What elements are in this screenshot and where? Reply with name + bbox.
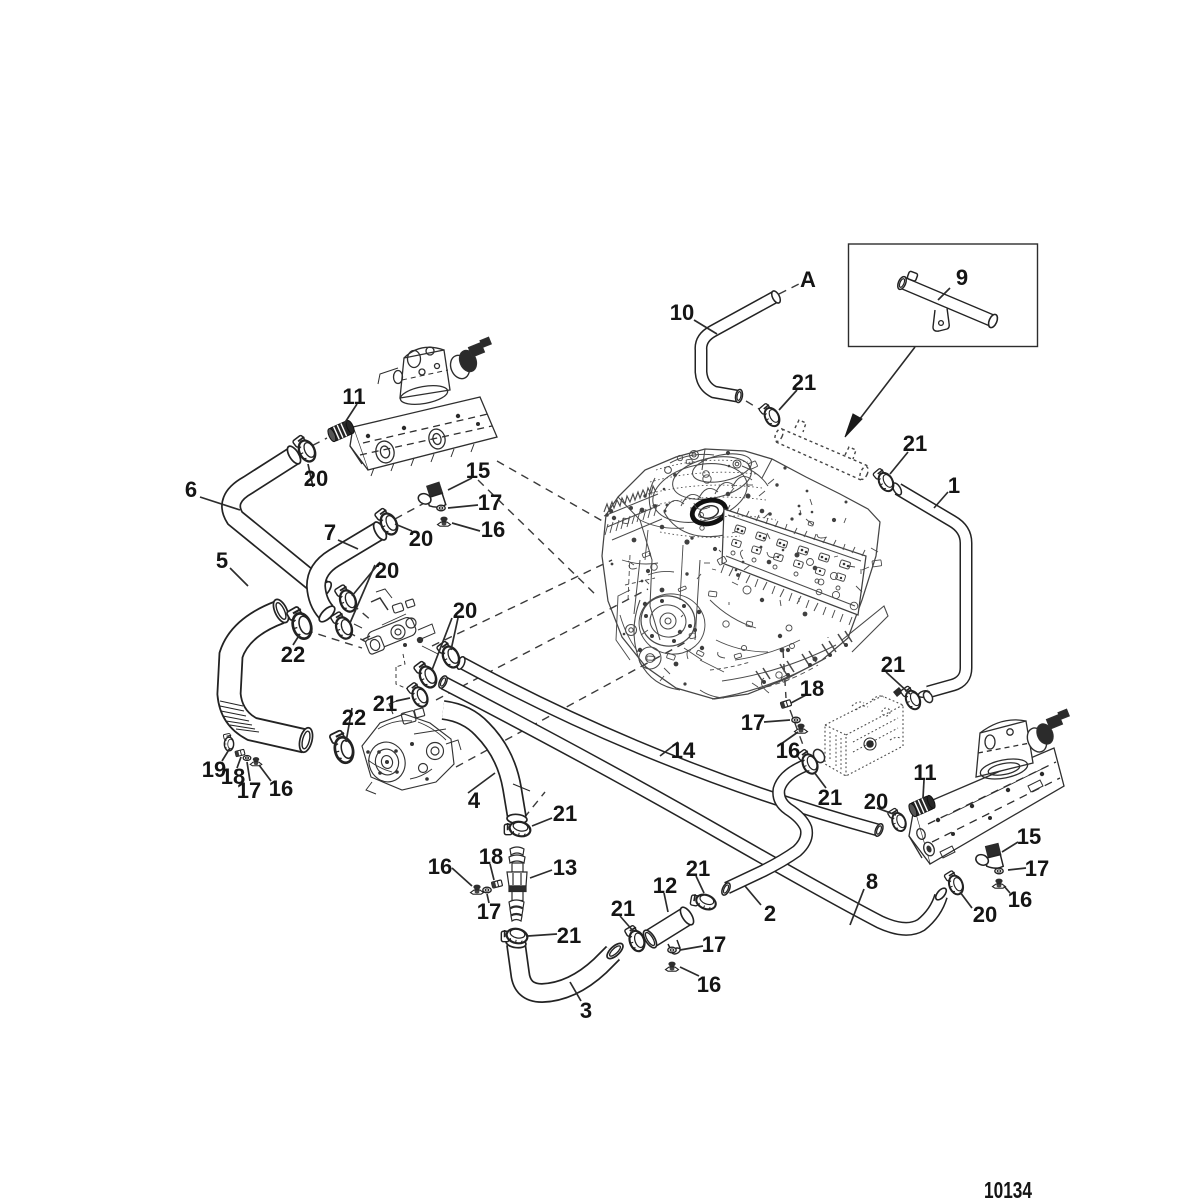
svg-text:16: 16 [428,854,452,879]
svg-text:2: 2 [764,901,776,926]
svg-text:16: 16 [269,776,293,801]
svg-text:21: 21 [881,652,905,677]
svg-text:3: 3 [580,998,592,1023]
svg-text:16: 16 [697,972,721,997]
svg-text:15: 15 [466,458,490,483]
svg-text:16: 16 [1008,887,1032,912]
svg-text:20: 20 [864,789,888,814]
svg-text:22: 22 [281,642,305,667]
svg-text:21: 21 [553,801,577,826]
svg-text:10: 10 [670,300,694,325]
svg-text:4: 4 [468,788,481,813]
svg-text:15: 15 [1017,824,1041,849]
svg-text:17: 17 [741,710,765,735]
svg-text:21: 21 [818,785,842,810]
svg-text:1: 1 [948,473,960,498]
svg-text:22: 22 [342,705,366,730]
svg-text:10134: 10134 [984,1177,1032,1200]
svg-text:21: 21 [557,923,581,948]
svg-text:17: 17 [237,778,261,803]
svg-text:17: 17 [1025,856,1049,881]
svg-text:17: 17 [477,899,501,924]
svg-text:13: 13 [553,855,577,880]
svg-text:16: 16 [481,517,505,542]
svg-text:20: 20 [304,466,328,491]
svg-text:21: 21 [903,431,927,456]
svg-text:11: 11 [342,384,365,409]
svg-text:5: 5 [216,548,228,573]
svg-text:20: 20 [973,902,997,927]
svg-text:18: 18 [221,764,245,789]
svg-text:20: 20 [453,598,477,623]
svg-text:16: 16 [776,738,800,763]
svg-text:7: 7 [324,520,336,545]
svg-text:6: 6 [185,477,197,502]
svg-text:17: 17 [702,932,726,957]
svg-text:21: 21 [686,856,710,881]
svg-text:8: 8 [866,869,878,894]
svg-text:20: 20 [409,526,433,551]
svg-text:9: 9 [956,265,968,290]
svg-text:18: 18 [479,844,503,869]
svg-text:11: 11 [913,760,936,785]
svg-text:21: 21 [373,691,397,716]
svg-text:14: 14 [671,738,696,763]
svg-text:19: 19 [202,757,226,782]
svg-text:12: 12 [653,873,677,898]
svg-text:17: 17 [478,490,502,515]
svg-text:A: A [800,267,816,292]
svg-text:20: 20 [375,558,399,583]
svg-text:18: 18 [800,676,824,701]
svg-text:21: 21 [792,370,816,395]
svg-text:21: 21 [611,896,635,921]
